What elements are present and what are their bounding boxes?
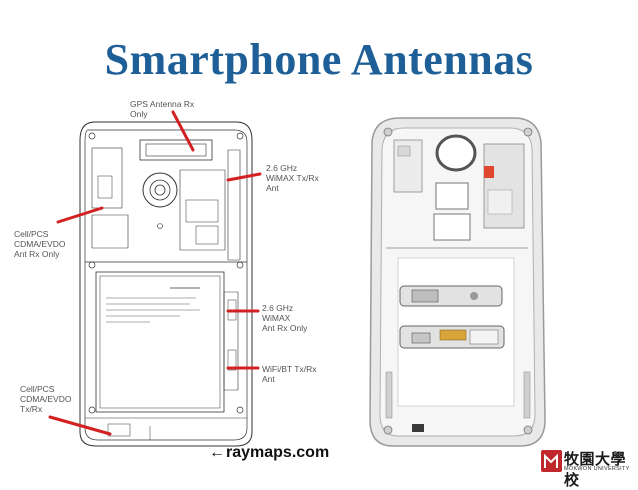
cell-txrx-label: Cell/PCS CDMA/EVDO Tx/Rx <box>20 384 71 414</box>
wimax-txrx-label: 2.6 GHz WiMAX Tx/Rx Ant <box>266 163 319 193</box>
source-credit: ←raymaps.com <box>209 444 329 462</box>
logo-english-text: MOKWON UNIVERSITY <box>564 466 630 472</box>
wimax-txrx-callout-line <box>228 174 260 180</box>
gps-antenna-label: GPS Antenna Rx Only <box>130 99 194 119</box>
wifi-bt-label: WiFi/BT Tx/Rx Ant <box>262 364 316 384</box>
cell-rx-label: Cell/PCS CDMA/EVDO Ant Rx Only <box>14 229 65 259</box>
wimax-rx-label: 2.6 GHz WiMAX Ant Rx Only <box>262 303 307 333</box>
phone-schematic <box>80 122 252 446</box>
phone-frame-photo <box>370 118 545 446</box>
left-arrow-icon: ← <box>209 444 225 461</box>
university-logo: 牧園大學校 MOKWON UNIVERSITY <box>540 448 632 474</box>
credit-text: raymaps.com <box>226 444 329 461</box>
antenna-diagram <box>0 0 638 479</box>
